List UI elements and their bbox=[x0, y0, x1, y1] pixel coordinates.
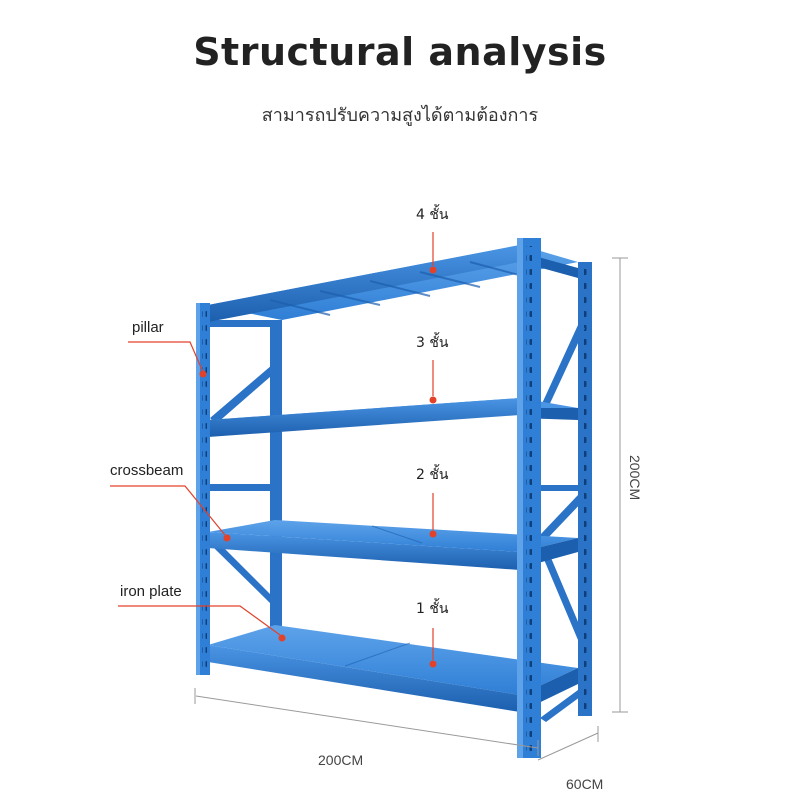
level-1-marker bbox=[429, 660, 437, 668]
level-1-label: 1 ชั้น bbox=[416, 601, 449, 617]
iron-plate-marker bbox=[278, 634, 286, 642]
level-2-marker bbox=[429, 530, 437, 538]
height-dimension: 200CM bbox=[627, 455, 643, 501]
level-3-label: 3 ชั้น bbox=[416, 335, 449, 351]
page-title: Structural analysis bbox=[193, 30, 607, 74]
dimension-lines bbox=[194, 257, 628, 761]
pillar-marker bbox=[199, 370, 207, 378]
level-markers bbox=[429, 232, 437, 668]
level-4-shelf bbox=[208, 245, 578, 322]
part-callouts bbox=[110, 341, 286, 642]
crossbeam-label: crossbeam bbox=[110, 462, 184, 479]
level-4-marker bbox=[429, 266, 437, 274]
bottom-braces bbox=[540, 690, 584, 722]
level-2-label: 2 ชั้น bbox=[416, 467, 449, 483]
level-4-label: 4 ชั้น bbox=[416, 207, 449, 223]
iron-plate-label: iron plate bbox=[120, 583, 182, 600]
width-dimension: 200CM bbox=[318, 752, 364, 768]
pillar-label: pillar bbox=[132, 319, 164, 336]
front-right-pillar bbox=[517, 238, 541, 758]
page-subtitle: สามารถปรับความสูงได้ตามต้องการ bbox=[261, 105, 539, 126]
left-side-braces bbox=[208, 320, 278, 605]
front-left-pillar bbox=[196, 303, 210, 675]
back-left-pillar bbox=[270, 320, 282, 650]
crossbeam-marker bbox=[223, 534, 231, 542]
right-side-braces bbox=[540, 325, 585, 640]
depth-dimension: 60CM bbox=[566, 776, 604, 792]
level-3-marker bbox=[429, 396, 437, 404]
